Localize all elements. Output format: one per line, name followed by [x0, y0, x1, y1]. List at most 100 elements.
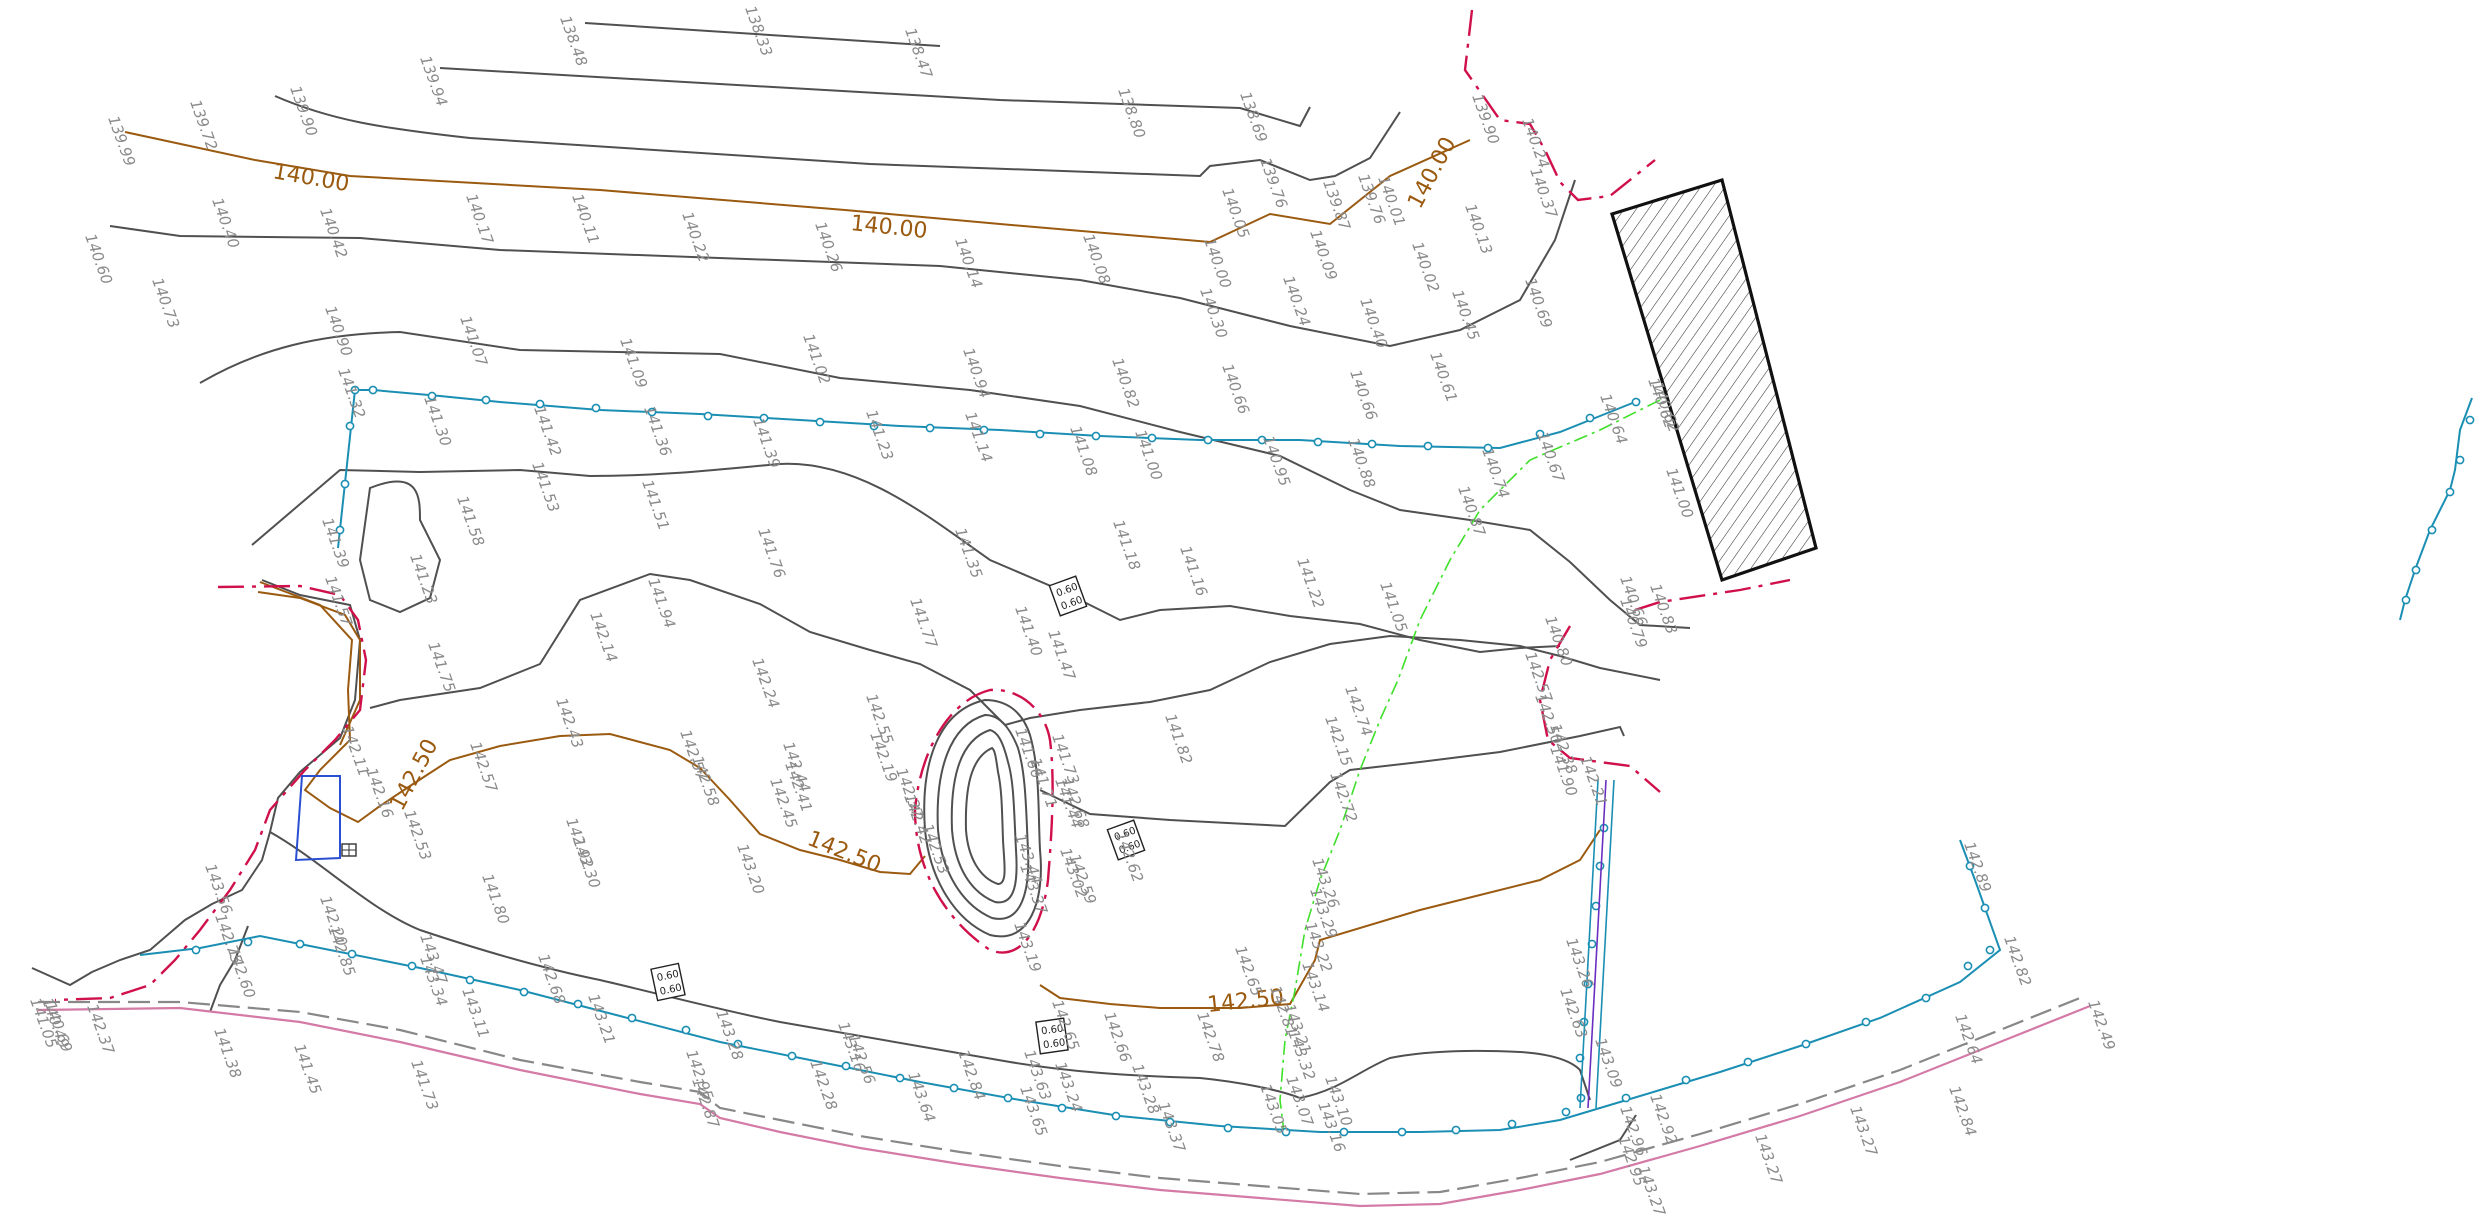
pipeline-node: [1965, 861, 1975, 871]
pipeline-node: [1921, 993, 1931, 1003]
pond-contours: [923, 698, 1042, 938]
pipeline-node: [647, 407, 657, 417]
pipeline-node: [1035, 429, 1045, 439]
dimension-tag-bottom: 0.60: [659, 982, 683, 997]
pipeline-nodes: [191, 385, 2475, 1137]
terrain-contours: [31, 22, 1691, 1161]
index-contour-140: [124, 131, 1471, 244]
pipeline-node: [949, 1083, 959, 1093]
pipeline-node: [2411, 565, 2421, 575]
contour-line: [439, 67, 1311, 128]
index-contour-142-5: [259, 581, 926, 876]
contour-line: [209, 925, 249, 1013]
pipeline-node: [759, 413, 769, 423]
dimension-tag: 0.600.60: [650, 962, 686, 1002]
index-contour-142-5: [257, 591, 361, 746]
pipeline-node: [2455, 455, 2465, 465]
pipeline-node: [841, 1061, 851, 1071]
pond-contour: [923, 698, 1042, 938]
pipeline-node: [1367, 439, 1377, 449]
building-footprint: [1610, 177, 1818, 583]
pipeline-node: [627, 1013, 637, 1023]
index-contours: [124, 131, 1601, 1009]
pipeline-node: [1963, 961, 1973, 971]
green-dashdot-line: [1279, 399, 1661, 1141]
pipeline-node: [2427, 525, 2437, 535]
boundary-line: [1463, 9, 1656, 202]
pipeline-node: [2401, 595, 2411, 605]
pipeline-node: [1801, 1039, 1811, 1049]
manhole-icon-grid: [342, 844, 356, 856]
pipeline-node: [1507, 1119, 1517, 1129]
pipeline-node: [1257, 435, 1267, 445]
pipeline-node: [335, 525, 345, 535]
pipeline-node: [703, 411, 713, 421]
boundary-lines: [54, 9, 1791, 1002]
pipeline-node: [191, 945, 201, 955]
pond-contour: [936, 713, 1030, 920]
boundary-line: [1634, 578, 1791, 612]
boundary-line: [913, 688, 1054, 954]
pipeline-node: [733, 1039, 743, 1049]
dimension-tag-bottom: 0.60: [1043, 1037, 1067, 1051]
pipeline-node: [1423, 441, 1433, 451]
pipeline-node: [925, 423, 935, 433]
channel-outer: [1579, 779, 1599, 1109]
pipeline-node: [1561, 1107, 1571, 1117]
pipeline-node: [1057, 1103, 1067, 1113]
pipeline-node: [1985, 945, 1995, 955]
pipeline-node: [368, 385, 378, 395]
pipeline-node: [1575, 1053, 1585, 1063]
pipeline-node: [591, 403, 601, 413]
pipeline-node: [1681, 1075, 1691, 1085]
pipeline-node: [681, 1025, 691, 1035]
dimension-tag-box: [1048, 575, 1088, 617]
road-edge-grey: [38, 996, 2081, 1196]
contour-line: [274, 95, 1401, 182]
pipeline-node: [573, 999, 583, 1009]
contour-line: [251, 462, 1561, 654]
pipeline-node: [407, 961, 417, 971]
pipeline-node: [347, 949, 357, 959]
pipeline-node: [345, 421, 355, 431]
contour-line: [31, 579, 362, 987]
pipeline-node: [1281, 1127, 1291, 1137]
contour-line: [109, 179, 1576, 348]
contour-line: [269, 831, 1591, 1101]
pipeline-node: [787, 1051, 797, 1061]
pipeline-node: [1861, 1017, 1871, 1027]
pipeline-node: [427, 391, 437, 401]
contour-line: [1569, 1114, 1637, 1161]
pipeline-node: [1091, 431, 1101, 441]
pipeline-node: [815, 417, 825, 427]
contour-line: [1039, 725, 1625, 828]
dimension-tag-box: [1035, 1017, 1069, 1055]
pipeline-node: [465, 975, 475, 985]
pipeline-node: [1339, 1127, 1349, 1137]
pipeline-node: [535, 399, 545, 409]
dimension-tag-box: [650, 962, 686, 1002]
blue-structure-outline: [294, 775, 341, 862]
pipeline-node: [1111, 1111, 1121, 1121]
pipeline-node: [1397, 1127, 1407, 1137]
pipeline-node: [243, 937, 253, 947]
pipeline-node: [481, 395, 491, 405]
channel-inner: [1587, 779, 1607, 1109]
index-contour-142-5: [1039, 829, 1601, 1009]
dimension-tag-top: 0.60: [656, 969, 680, 984]
pipeline-node: [869, 421, 879, 431]
pipeline-node: [1743, 1057, 1753, 1067]
pipeline-node: [1483, 443, 1493, 453]
boundary-line: [54, 584, 368, 1002]
contour-line: [199, 330, 1691, 629]
pipeline-node: [2465, 415, 2475, 425]
dimension-tag: 0.600.60: [1048, 575, 1088, 617]
blue-structure: [294, 775, 357, 862]
contour-line: [358, 480, 442, 614]
pipeline-node: [1203, 435, 1213, 445]
channel-inner: [1595, 779, 1615, 1109]
pipeline-node: [340, 479, 350, 489]
pipeline-node: [1980, 903, 1990, 913]
